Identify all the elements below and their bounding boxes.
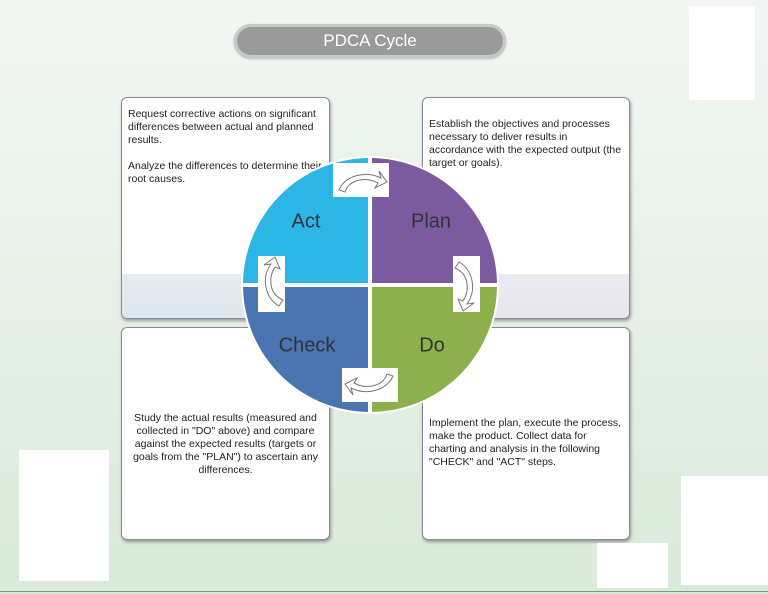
arrow-act-to-plan-icon [333, 163, 389, 197]
act-description-2: Analyze the differences to determine the… [128, 160, 322, 185]
act-label: Act [291, 210, 321, 233]
placeholder-block [597, 543, 668, 588]
do-label: Do [419, 334, 445, 357]
do-description: Implement the plan, execute the process,… [429, 417, 622, 468]
page-title: PDCA Cycle [234, 24, 506, 58]
arrow-check-to-act-icon [258, 256, 285, 312]
pdca-circle: Act Plan Check Do [241, 156, 499, 414]
placeholder-block [681, 476, 768, 585]
placeholder-block [19, 450, 109, 581]
divider [0, 591, 768, 592]
plan-description: Establish the objectives and processes n… [429, 118, 622, 169]
do-description-card: Implement the plan, execute the process,… [422, 327, 630, 540]
check-description: Study the actual results (measured and c… [133, 412, 318, 476]
check-description-card: Study the actual results (measured and c… [121, 327, 330, 540]
check-label: Check [278, 334, 336, 357]
plan-label: Plan [410, 210, 452, 233]
placeholder-block [689, 6, 755, 100]
arrow-do-to-check-icon [342, 368, 398, 402]
act-description-1: Request corrective actions on significan… [128, 108, 316, 146]
arrow-plan-to-do-icon [453, 256, 480, 312]
pdca-circle-graphic [241, 156, 499, 414]
